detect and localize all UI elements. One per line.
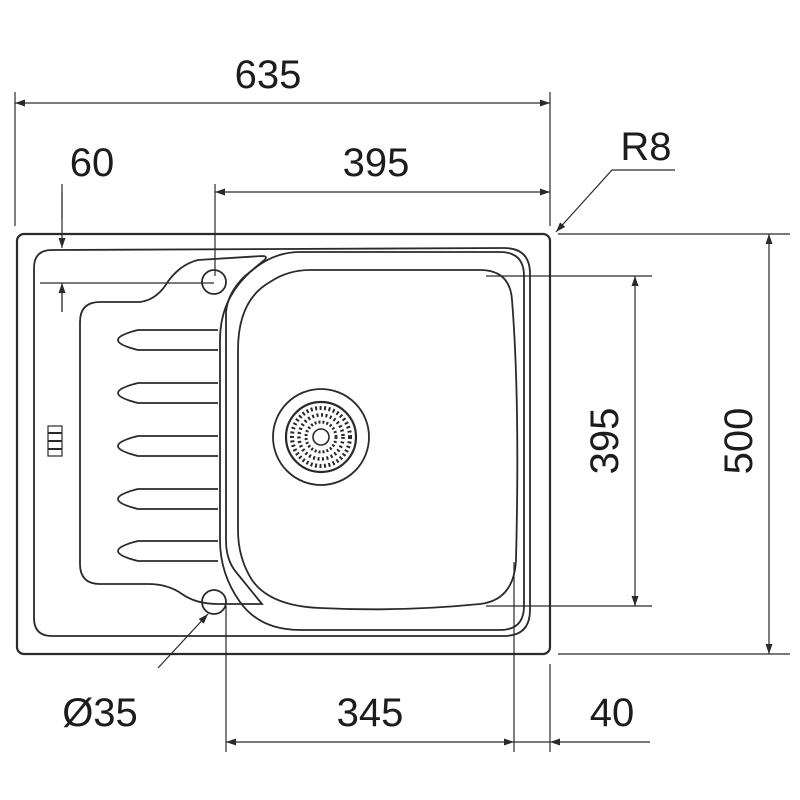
drainer-outline [79, 255, 267, 605]
drain-strainer-icon [272, 388, 370, 486]
tap-hole-top [201, 269, 227, 295]
groove [117, 488, 218, 510]
dim-label-overall-width: 635 [235, 53, 302, 97]
tap-hole-bottom [201, 589, 227, 615]
groove [117, 382, 218, 404]
sink-inner-rim [33, 247, 531, 637]
dim-label-overall-depth: 500 [717, 408, 761, 475]
extension-lines [14, 92, 790, 752]
groove [117, 540, 218, 562]
dim-label-drainer-offset: 60 [70, 141, 115, 185]
dimension-lines [15, 99, 773, 746]
dim-label-bowl-bottom-width: 345 [337, 691, 404, 735]
dim-label-bowl-width: 395 [343, 141, 410, 185]
dim-label-tap-hole: Ø35 [62, 691, 138, 735]
drainer-grooves [117, 329, 218, 562]
leader-r8 [555, 169, 675, 233]
leader-diameter [157, 613, 209, 669]
groove [117, 329, 218, 351]
groove [117, 435, 218, 457]
brand-logo-mark [47, 425, 63, 457]
bowl-inner [237, 269, 519, 611]
dim-label-corner-radius: R8 [620, 125, 671, 169]
dim-label-bowl-depth: 395 [583, 408, 627, 475]
dim-label-right-margin: 40 [590, 691, 635, 735]
sink-outer-outline [15, 232, 552, 656]
bowl-outer [219, 251, 525, 631]
